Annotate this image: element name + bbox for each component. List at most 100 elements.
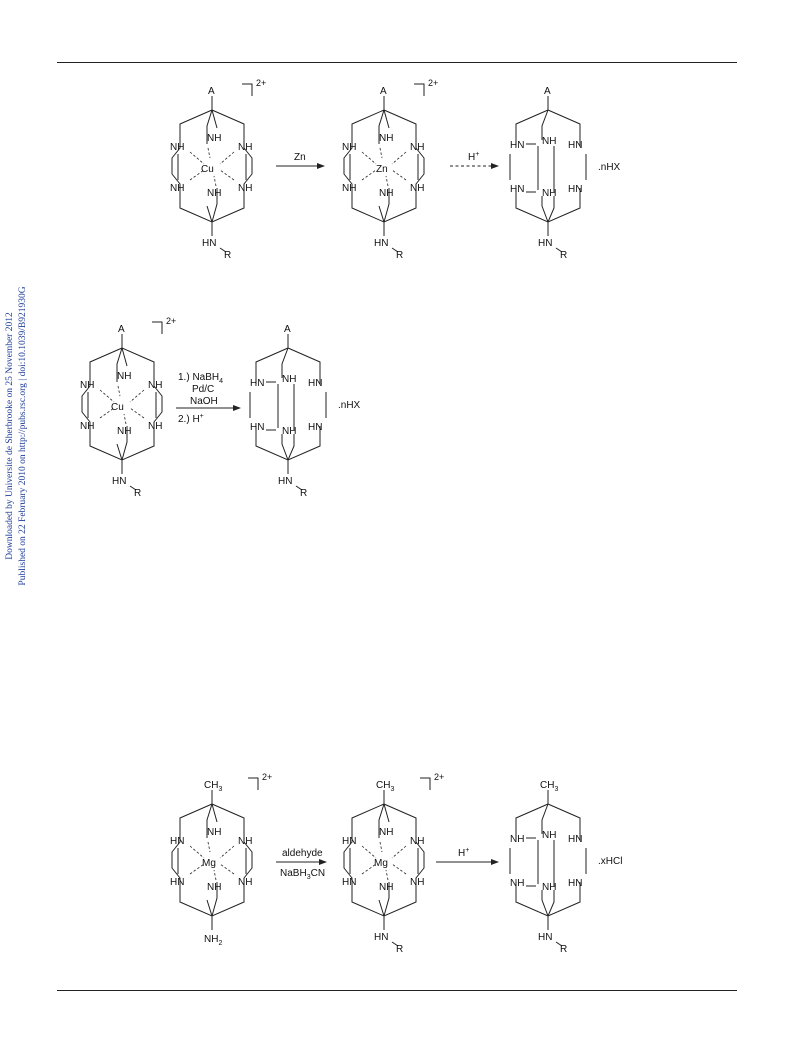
nh-label: NH <box>342 183 356 194</box>
r-label: R <box>134 488 141 499</box>
charge-bracket <box>242 83 253 96</box>
nh-label: NH <box>542 188 556 199</box>
reagent-label: Zn <box>294 152 306 163</box>
nh-label: NH <box>379 882 393 893</box>
nh-label: NH <box>379 188 393 199</box>
amine-label: HN <box>374 932 388 943</box>
apex-label: A <box>208 86 215 97</box>
top-rule <box>57 62 737 63</box>
scheme-3: CH3 2+ HN NH NH HN NH NH Mg NH2 aldehyde… <box>170 772 622 955</box>
hn-label: HN <box>170 877 184 888</box>
hn-label: HN <box>250 422 264 433</box>
nh-label: NH <box>80 380 94 391</box>
amine-label: HN <box>538 238 552 249</box>
nh-label: NH <box>170 142 184 153</box>
cu-complex: A 2+ NH NH NH NH NH NH Cu HN R <box>170 78 266 261</box>
methyl-label: CH3 <box>204 780 222 793</box>
nh-label: NH <box>207 827 221 838</box>
nh-label: NH <box>207 188 221 199</box>
charge-bracket <box>414 83 425 96</box>
reagent-step: 1.) NaBH4 <box>178 372 223 385</box>
metal-label: Mg <box>202 858 216 869</box>
reagent-label: aldehyde <box>282 848 323 859</box>
r-label: R <box>560 250 567 261</box>
r-label: R <box>300 488 307 499</box>
nh-label: NH <box>510 878 524 889</box>
hn-label: HN <box>568 834 582 845</box>
mg-complex-alkylated: CH3 2+ HN NH NH HN NH NH Mg HN R <box>342 772 444 955</box>
apex-label: A <box>118 324 125 335</box>
charge-label: 2+ <box>434 772 444 782</box>
charge-label: 2+ <box>262 772 272 782</box>
amine-label: HN <box>202 238 216 249</box>
r-label: R <box>396 250 403 261</box>
hn-label: HN <box>170 836 184 847</box>
nh-label: NH <box>80 421 94 432</box>
apex-label: A <box>380 86 387 97</box>
nh-label: NH <box>238 877 252 888</box>
charge-bracket <box>248 777 259 790</box>
nh-label: NH <box>117 371 131 382</box>
mg-complex-amine: CH3 2+ HN NH NH HN NH NH Mg NH2 <box>170 772 272 947</box>
hn-label: HN <box>250 378 264 389</box>
zn-complex: A 2+ NH NH NH NH NH NH Zn HN R <box>342 78 438 261</box>
hn-label: HN <box>510 140 524 151</box>
salt-label: .nHX <box>338 400 361 411</box>
metal-label: Zn <box>376 164 388 175</box>
nh-label: NH <box>542 136 556 147</box>
r-label: R <box>560 944 567 955</box>
cu-complex: A 2+ NH NH NH NH NH NH Cu HN R <box>80 316 176 499</box>
nh-label: NH <box>148 421 162 432</box>
nh-label: NH <box>379 133 393 144</box>
nh-label: NH <box>510 834 524 845</box>
nh-label: NH <box>542 830 556 841</box>
reagent-label: H+ <box>458 847 469 859</box>
metal-label: Mg <box>374 858 388 869</box>
hn-label: HN <box>342 836 356 847</box>
hn-label: HN <box>568 184 582 195</box>
reagent-label: H+ <box>468 151 479 163</box>
nh-label: NH <box>238 836 252 847</box>
metal-label: Cu <box>111 402 124 413</box>
nh-label: NH <box>342 142 356 153</box>
nh-label: NH <box>410 142 424 153</box>
scheme-1: A 2+ NH NH NH NH NH NH Cu HN R Zn A 2+ N… <box>170 78 621 261</box>
methyl-label: CH3 <box>540 780 558 793</box>
hn-label: HN <box>308 378 322 389</box>
metal-label: Cu <box>201 164 214 175</box>
r-label: R <box>224 250 231 261</box>
scheme-2: A 2+ NH NH NH NH NH NH Cu HN R 1.) NaBH4… <box>80 316 361 499</box>
nh-label: NH <box>238 183 252 194</box>
bottom-rule <box>57 990 737 991</box>
hn-label: HN <box>568 140 582 151</box>
nh-label: NH <box>379 827 393 838</box>
amine-label: HN <box>538 932 552 943</box>
charge-label: 2+ <box>166 316 176 326</box>
amine-label: HN <box>112 476 126 487</box>
charge-bracket <box>420 777 431 790</box>
nh-label: NH <box>282 426 296 437</box>
nh-label: NH <box>410 836 424 847</box>
hn-label: HN <box>342 877 356 888</box>
charge-bracket <box>152 321 163 334</box>
nh-label: NH <box>542 882 556 893</box>
nh-label: NH <box>170 183 184 194</box>
hn-label: HN <box>568 878 582 889</box>
reagent-label: NaBH3CN <box>280 868 325 881</box>
methyl-label: CH3 <box>376 780 394 793</box>
free-ligand: CH3 NH NH HN NH NH HN .xHCl HN R <box>509 780 622 955</box>
apex-label: A <box>544 86 551 97</box>
nh-label: NH <box>207 133 221 144</box>
nh-label: NH <box>207 882 221 893</box>
nh-label: NH <box>410 877 424 888</box>
free-ligand: A HN NH HN HN NH HN .nHX HN R <box>509 86 621 261</box>
hn-label: HN <box>308 422 322 433</box>
nh-label: NH <box>148 380 162 391</box>
nh-label: NH <box>410 183 424 194</box>
apex-label: A <box>284 324 291 335</box>
r-label: R <box>396 944 403 955</box>
hn-label: HN <box>510 184 524 195</box>
amine-label: HN <box>374 238 388 249</box>
charge-label: 2+ <box>256 78 266 88</box>
